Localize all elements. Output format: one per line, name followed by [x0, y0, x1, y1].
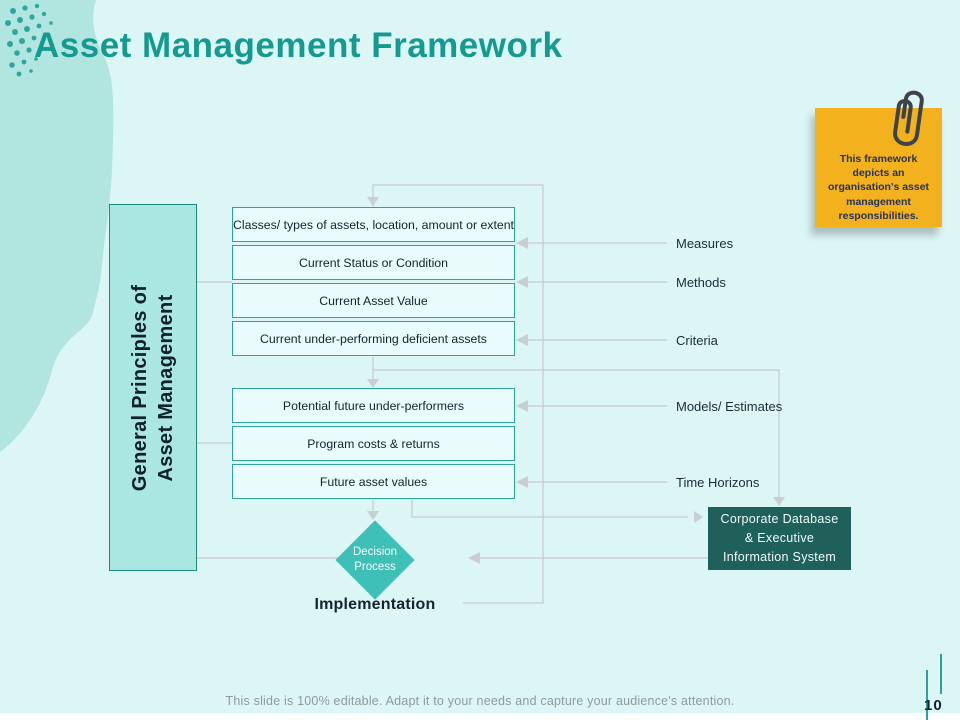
sticky-note: This framework depicts an organisation's… — [815, 90, 942, 227]
page-accent-line-left — [926, 670, 928, 720]
corporate-database-box: Corporate Database & Executive Informati… — [708, 507, 851, 570]
flow-box-future-asset-values: Future asset values — [232, 464, 515, 499]
corner-blob-shape — [0, 0, 114, 452]
general-principles-label: General Principles of Asset Management — [129, 284, 177, 491]
bottom-strip — [0, 713, 960, 720]
slide-title: Asset Management Framework — [34, 26, 563, 65]
flow-box-current-asset-value: Current Asset Value — [232, 283, 515, 318]
label-models-estimates: Models/ Estimates — [676, 398, 783, 414]
flow-box-underperforming-assets: Current under-performing deficient asset… — [232, 321, 515, 356]
flow-box-program-costs: Program costs & returns — [232, 426, 515, 461]
sticky-note-text: This framework depicts an organisation's… — [827, 153, 930, 222]
paperclip-icon — [893, 90, 924, 146]
label-methods: Methods — [676, 274, 726, 290]
footer-text: This slide is 100% editable. Adapt it to… — [225, 694, 735, 708]
general-principles-panel: General Principles of Asset Management — [109, 204, 197, 571]
page-number: 10 — [924, 697, 943, 714]
label-measures: Measures — [676, 235, 734, 251]
flow-box-classes-types: Classes/ types of assets, location, amou… — [232, 207, 515, 242]
connector-arrowheads — [367, 197, 785, 564]
flow-box-future-underperformers: Potential future under-performers — [232, 388, 515, 423]
dots-pattern — [5, 3, 53, 77]
connector-lines — [196, 184, 780, 604]
label-time-horizons: Time Horizons — [676, 474, 760, 490]
label-criteria: Criteria — [676, 332, 718, 348]
page-accent-line-right — [940, 654, 942, 694]
decision-process-diamond: Decision Process — [335, 520, 415, 600]
flow-box-current-status: Current Status or Condition — [232, 245, 515, 280]
decision-process-label: Decision Process — [352, 546, 398, 573]
implementation-label: Implementation — [314, 596, 436, 613]
